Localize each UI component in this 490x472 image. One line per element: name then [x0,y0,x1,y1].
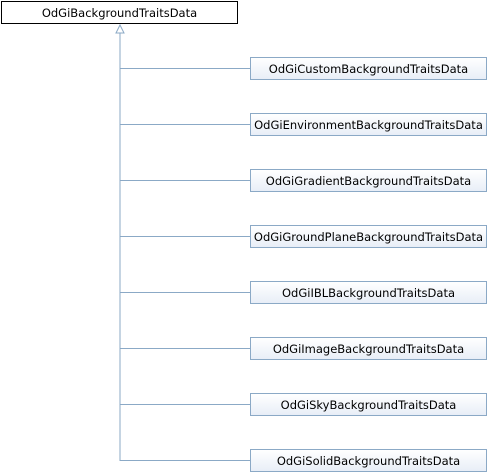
inheritance-arrowhead-icon [115,23,125,34]
child-node-label: OdGiImageBackgroundTraitsData [272,341,465,356]
child-node-environment[interactable]: OdGiEnvironmentBackgroundTraitsData [250,113,487,136]
child-node-label: OdGiGradientBackgroundTraitsData [265,173,472,188]
child-node-image[interactable]: OdGiImageBackgroundTraitsData [250,337,487,360]
child-node-label: OdGiSkyBackgroundTraitsData [280,397,457,412]
child-node-label: OdGiCustomBackgroundTraitsData [268,61,469,76]
child-node-label: OdGiGroundPlaneBackgroundTraitsData [253,229,484,244]
child-node-label: OdGiIBLBackgroundTraitsData [281,285,456,300]
child-node-label: OdGiSolidBackgroundTraitsData [276,453,461,468]
child-node-custom[interactable]: OdGiCustomBackgroundTraitsData [250,57,487,80]
child-node-ground-plane[interactable]: OdGiGroundPlaneBackgroundTraitsData [250,225,487,248]
child-node-label: OdGiEnvironmentBackgroundTraitsData [254,117,483,132]
child-node-ibl[interactable]: OdGiIBLBackgroundTraitsData [250,281,487,304]
child-node-gradient[interactable]: OdGiGradientBackgroundTraitsData [250,169,487,192]
child-node-sky[interactable]: OdGiSkyBackgroundTraitsData [250,393,487,416]
child-node-solid[interactable]: OdGiSolidBackgroundTraitsData [250,449,487,472]
base-class-node[interactable]: OdGiBackgroundTraitsData [1,1,238,24]
base-class-label: OdGiBackgroundTraitsData [41,5,198,20]
